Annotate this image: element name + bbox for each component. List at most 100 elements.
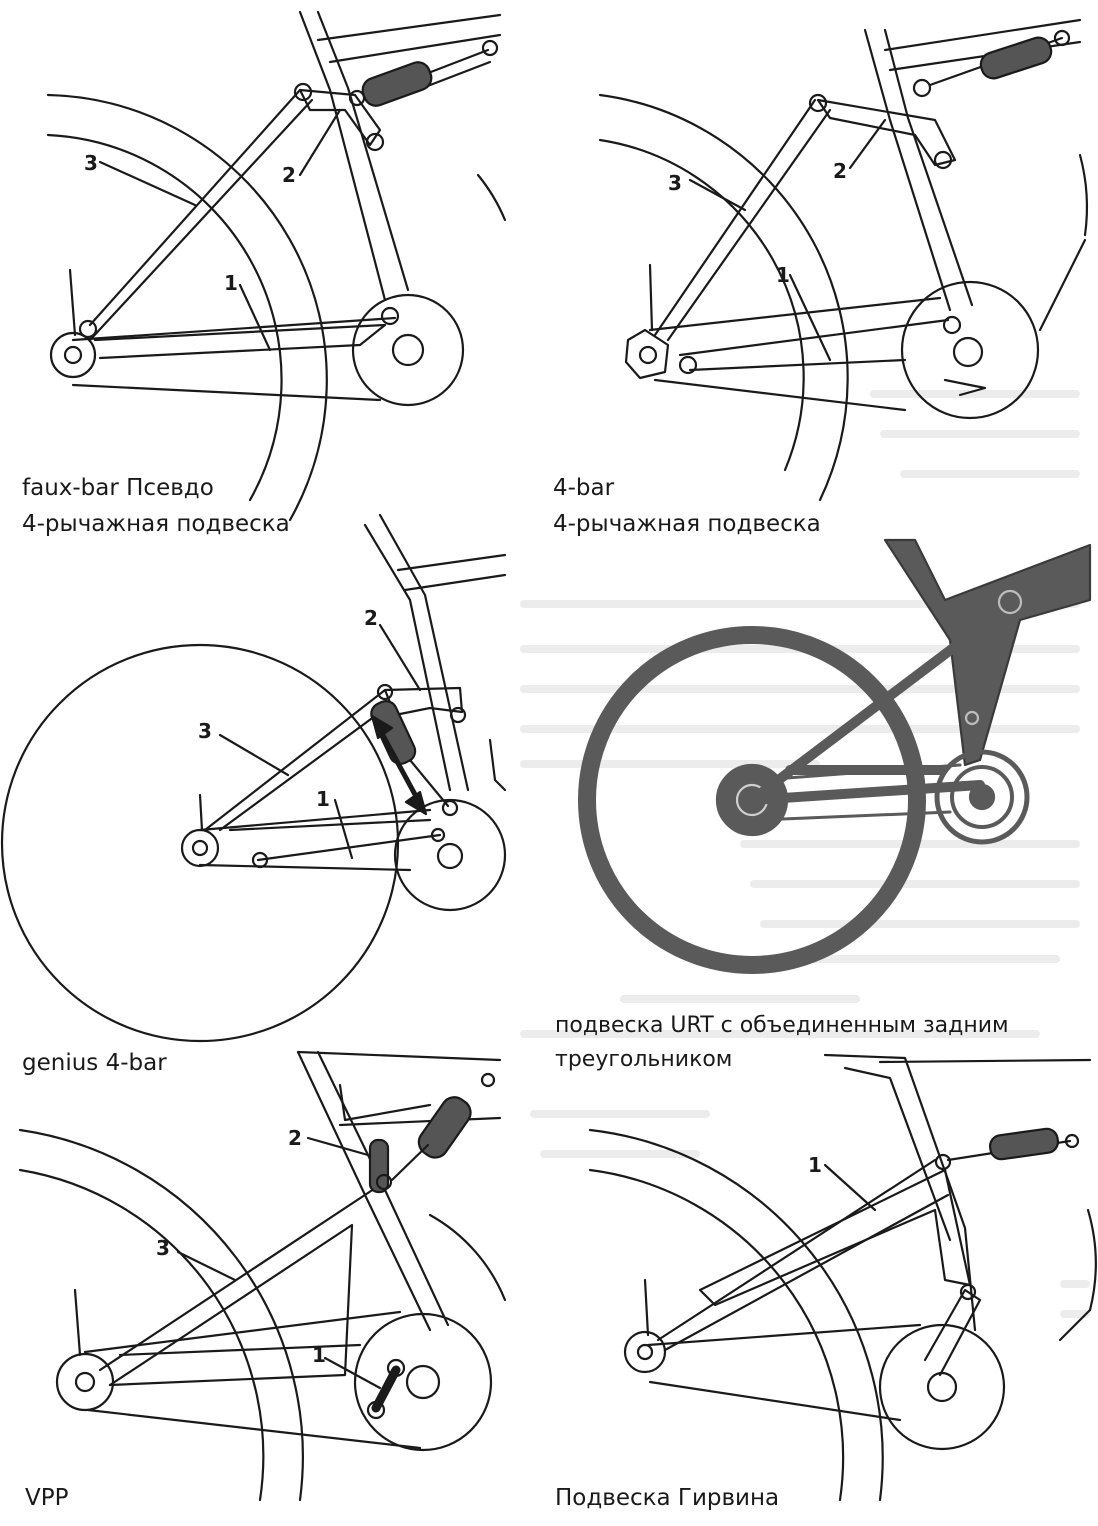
link-2 [368,1138,390,1194]
caption-faux-bar-line1: faux-bar Псевдо [22,475,214,501]
bottom-bracket [952,336,984,368]
bottom-bracket [405,1364,441,1400]
caption-urt-line1: подвеска URT с объединенным задним [555,1013,1009,1038]
bottom-bracket [436,842,464,870]
chain-loop [71,316,397,402]
seat-stay-3 [98,1183,382,1387]
chain-loop [648,296,942,412]
chainring [393,798,507,912]
rear-wheel-tire [46,93,328,522]
chain-line [758,763,962,822]
pivot [933,150,953,170]
urt-diagram [578,538,1092,974]
pivot [366,1400,386,1420]
rear-axle [636,1343,654,1361]
callout-1: 1 [776,263,790,287]
callout-leader [823,1163,877,1212]
pivot [251,851,269,869]
seat-stay-3 [203,688,392,832]
rear-axle [74,1371,96,1393]
chainring [351,293,465,407]
callout-1: 1 [808,1153,822,1177]
front-wheel-arc [1058,1308,1092,1342]
callout-3: 3 [84,151,98,175]
rear-axle [638,345,658,365]
pivot [375,1173,393,1191]
pivot [480,1072,496,1088]
rear-wheel-rim [588,1168,845,1502]
callout-leader [98,108,342,352]
pivot [293,82,313,102]
shock-body [979,36,1053,80]
frame-main [823,1053,1092,1332]
chain-stay-1 [678,318,950,372]
chainstay-link [923,1288,982,1377]
caption-four-bar-line2: 4-рычажная подвеска [553,511,821,537]
front-wheel-arc [476,173,507,222]
front-wheel-arc [1078,153,1088,237]
pivot [386,1358,406,1378]
dropout [648,263,654,332]
top-tube [296,1050,502,1127]
pivot [942,315,962,335]
callout-1: 1 [316,787,330,811]
vpp-diagram: 2 3 1 [18,1050,507,1502]
genius-diagram: 2 3 1 [0,513,507,1043]
shock-body [988,1127,1060,1161]
caption-genius: genius 4-bar [22,1050,167,1076]
rocker-1 [698,1168,972,1307]
pivot [1053,29,1071,47]
pivot [441,799,459,817]
callout-leader [218,623,422,860]
pivot [934,1153,952,1171]
chain-loop [646,1323,922,1422]
pivot [481,39,499,57]
callout-leader [176,1136,382,1390]
four-bar-diagram: 2 3 1 [598,18,1088,502]
travel-arrow [377,727,421,803]
bottom-bracket [926,1371,958,1403]
rear-cog [623,1330,667,1374]
callout-2: 2 [282,163,296,187]
pivot [959,1283,977,1301]
girvin-diagram: 1 [588,1053,1097,1502]
rear-triangle [747,600,1015,805]
chain-stay [108,1343,362,1387]
caption-urt-line2: треугольником [555,1047,733,1072]
caption-faux-bar-line2: 4-рычажная подвеска [22,511,290,537]
chainring [353,1312,493,1452]
rear-wheel-rim [598,138,805,472]
callout-1: 1 [312,1343,326,1367]
callout-3: 3 [198,719,212,743]
seat-stay-3 [88,88,314,342]
chainring [900,280,1040,420]
seat-stay [656,1158,950,1352]
rear-cog [624,328,670,380]
front-wheel-arc [1038,238,1087,332]
top-tube [316,13,502,64]
rear-wheel-rim [18,1168,265,1502]
rear-wheel-tire [588,1128,884,1502]
front-wheel-arc [1086,1208,1097,1312]
chainring [878,1323,1006,1451]
callout-2: 2 [833,159,847,183]
pivot [376,683,394,701]
pivot [678,355,698,375]
rear-wheel-tire [18,1128,304,1502]
top-tube [396,553,507,792]
rear-cog [55,1352,115,1412]
rear-cog [180,828,220,868]
seat-stay-3 [653,98,832,342]
rear-axle [191,839,209,857]
callout-2: 2 [288,1126,302,1150]
shock-body [370,700,417,765]
shock-shaft [390,1143,430,1182]
pivot [964,710,980,726]
caption-four-bar-line1: 4-bar [553,475,615,501]
chainring-mount [943,378,987,397]
callout-2: 2 [364,606,378,630]
dropout [73,1288,82,1357]
caption-vpp: VPP [25,1485,69,1511]
shock-body [417,1096,472,1159]
callout-1: 1 [224,271,238,295]
